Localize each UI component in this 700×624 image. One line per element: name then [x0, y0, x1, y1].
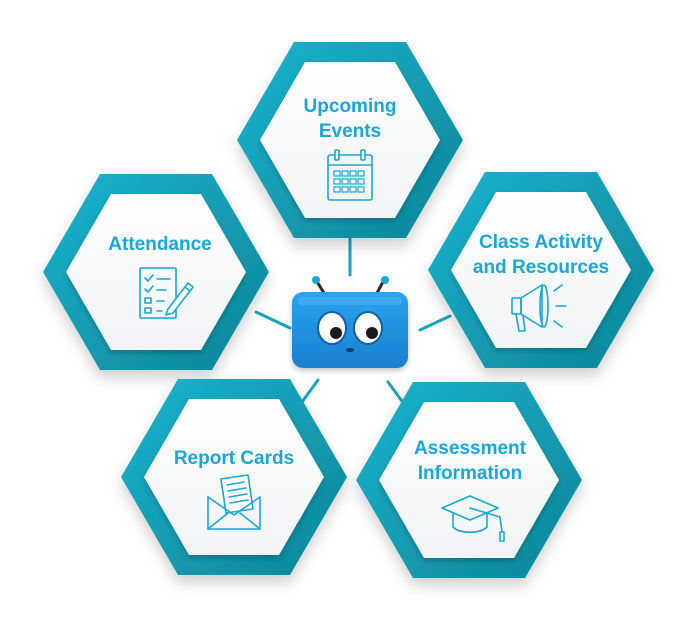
label-line: and Resources	[472, 257, 610, 278]
megaphone-icon	[511, 284, 567, 332]
robot-mascot	[292, 276, 408, 368]
label-attendance: Attendance	[108, 232, 211, 257]
label-assessment: Assessment Information	[414, 436, 526, 486]
label-upcoming-events: Upcoming Events	[304, 94, 397, 144]
connector-attendance	[254, 310, 292, 330]
label-line: Upcoming	[303, 96, 397, 117]
hex-class-activity	[428, 172, 654, 368]
calendar-icon	[327, 149, 373, 201]
connectors	[254, 236, 452, 406]
label-line: Information	[417, 463, 523, 484]
label-line: Assessment	[414, 438, 526, 459]
label-line: Attendance	[108, 234, 212, 255]
hex-attendance	[43, 174, 269, 370]
connector-report-cards	[300, 378, 320, 404]
label-report-cards: Report Cards	[174, 446, 294, 471]
connector-assessment	[386, 380, 406, 406]
label-class-activity: Class Activity and Resources	[473, 230, 609, 280]
connector-class-activity	[418, 314, 452, 332]
label-line: Report Cards	[173, 448, 295, 469]
graduation-cap-icon	[441, 495, 505, 542]
hex-upcoming-events	[237, 42, 463, 238]
hex-assessment	[356, 382, 582, 578]
checklist-icon	[139, 267, 194, 319]
label-line: Events	[318, 121, 382, 142]
envelope-letter-icon	[207, 474, 261, 530]
label-line: Class Activity	[479, 232, 603, 253]
